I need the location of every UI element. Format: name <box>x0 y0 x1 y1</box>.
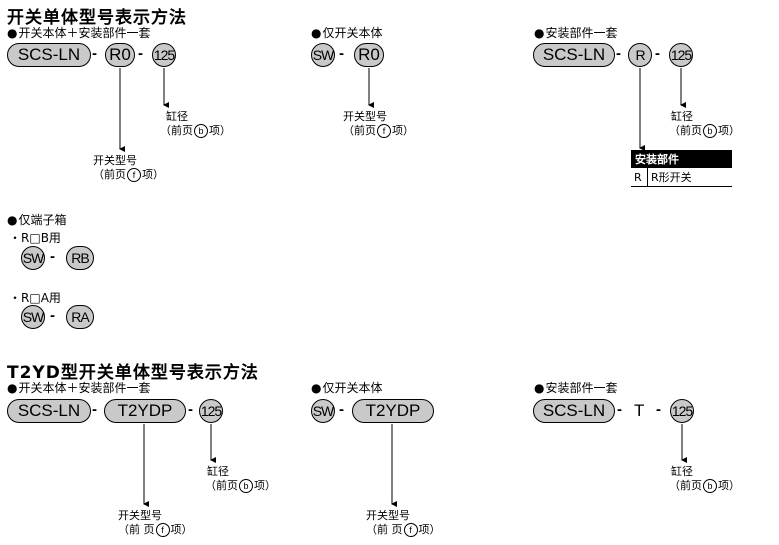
bore-size-circle: 125 <box>669 43 693 67</box>
terminal-box-code: RA <box>66 305 94 329</box>
bullet-icon: ● <box>7 26 18 40</box>
switch-code-pill: T2YDP <box>104 399 186 423</box>
separator-dash: - <box>50 307 55 324</box>
switch-code-pill: R0 <box>354 43 384 67</box>
bullet-icon: ● <box>534 381 545 395</box>
ref-f-icon: f <box>377 124 391 138</box>
switch-code-circle: R <box>628 43 652 67</box>
separator-dash: - <box>617 401 622 418</box>
terminal-box-code: RB <box>66 246 94 270</box>
s1b-heading: ●仅开关本体 <box>311 26 383 40</box>
separator-dash: - <box>656 401 661 418</box>
ref-b-icon: b <box>703 479 717 493</box>
sw-circle: SW <box>311 43 335 67</box>
separator-dash: - <box>655 45 660 62</box>
switch-code-pill: T2YDP <box>352 399 434 423</box>
ref-b-icon: b <box>194 124 208 138</box>
separator-dash: - <box>339 401 344 418</box>
item-label: ・R□A用 <box>9 291 61 305</box>
model-code-pill: SCS-LN <box>533 43 615 67</box>
ref-b-icon: b <box>703 124 717 138</box>
separator-dash: - <box>616 45 621 62</box>
separator-dash: - <box>92 45 97 62</box>
bullet-icon: ● <box>311 26 322 40</box>
separator-dash: - <box>339 45 344 62</box>
s2a-heading: ●开关本体＋安装部件一套 <box>7 381 151 395</box>
sw-circle: SW <box>311 399 335 423</box>
bore-size-circle: 125 <box>199 399 223 423</box>
s1c-heading: ●安装部件一套 <box>534 26 618 40</box>
ref-f-icon: f <box>403 523 418 537</box>
switch-code-text: T <box>634 401 645 420</box>
bore-size-circle: 125 <box>670 399 694 423</box>
ref-f-icon: f <box>155 523 170 537</box>
section1-title: 开关单体型号表示方法 <box>7 8 187 28</box>
s2c-heading: ●安装部件一套 <box>534 381 618 395</box>
ref-b-icon: b <box>239 479 253 493</box>
separator-dash: - <box>50 248 55 265</box>
separator-dash: - <box>188 401 193 418</box>
switch-code-pill: R0 <box>105 43 135 67</box>
table-cell-desc: R形开关 <box>651 171 692 184</box>
bullet-icon: ● <box>7 381 18 395</box>
table-header: 安装部件 <box>631 150 732 168</box>
bullet-icon: ● <box>534 26 545 40</box>
table-cell-code: R <box>631 168 648 187</box>
sw-circle: SW <box>21 305 45 329</box>
model-code-pill: SCS-LN <box>7 43 91 67</box>
sw-circle: SW <box>21 246 45 270</box>
bullet-icon: ● <box>311 381 322 395</box>
model-code-pill: SCS-LN <box>7 399 91 423</box>
ref-f-icon: f <box>127 168 141 182</box>
separator-dash: - <box>138 45 143 62</box>
section2-title: T2YD型开关单体型号表示方法 <box>7 363 259 383</box>
bore-size-circle: 125 <box>152 43 176 67</box>
bullet-icon: ● <box>7 213 18 227</box>
item-label: ・R□B用 <box>9 231 61 245</box>
separator-dash: - <box>92 401 97 418</box>
s1d-heading: ●仅端子箱 <box>7 213 67 227</box>
mounting-parts-table: 安装部件 R R形开关 <box>631 150 732 187</box>
s2b-heading: ●仅开关本体 <box>311 381 383 395</box>
model-code-pill: SCS-LN <box>533 399 615 423</box>
s1a-heading: ●开关本体＋安装部件一套 <box>7 26 151 40</box>
